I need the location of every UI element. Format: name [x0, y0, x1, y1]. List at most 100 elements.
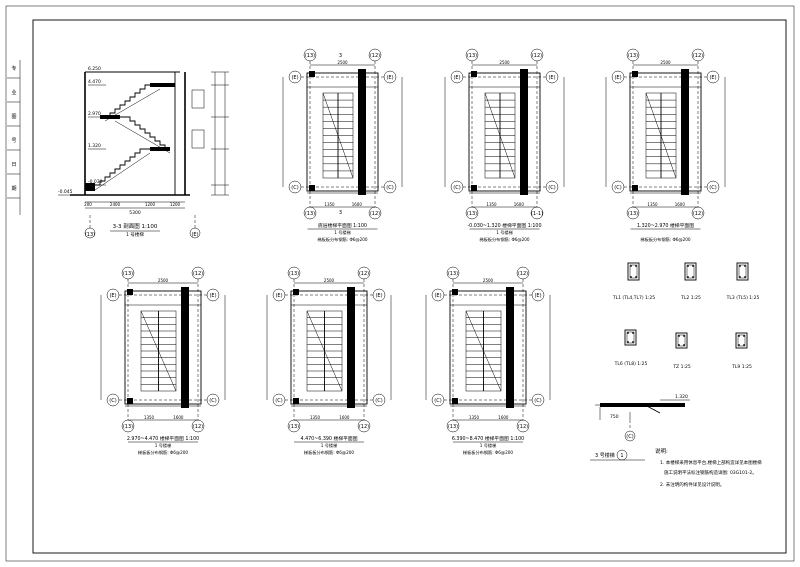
axis-label: (12): [193, 424, 203, 430]
dim-text: 1600: [675, 202, 686, 207]
dim-text: 1350: [324, 202, 335, 207]
axis-bubble: [287, 419, 301, 433]
rebar-dot: [739, 265, 741, 267]
cut-mark: 3: [339, 210, 342, 216]
wall-outline: [629, 72, 702, 192]
axis-label: (C): [548, 185, 555, 191]
plan-subtitle: 1 号楼梯: [334, 229, 351, 236]
column: [452, 289, 458, 295]
plan-note: 梯板板分布钢筋: Φ6@200: [304, 449, 355, 456]
plan-note: 梯板板分布钢筋: Φ6@200: [640, 236, 691, 243]
break-line: [484, 92, 516, 179]
rebar-dot: [692, 276, 694, 278]
rebar-dot: [635, 276, 637, 278]
axis-label: (1-1): [531, 211, 543, 217]
axis-label: (13): [628, 211, 638, 217]
plan-title: 底层楼梯平面图 1:100: [318, 222, 367, 229]
wall-outline: [468, 72, 541, 192]
axis-label: (12): [359, 424, 369, 430]
detail-mark: 1: [620, 453, 623, 459]
axis-label: (12): [359, 271, 369, 277]
rebar-dot: [678, 344, 680, 346]
section-level: 2.970: [88, 111, 101, 117]
column: [293, 398, 299, 404]
dim-text: 1350: [310, 415, 321, 420]
rebar-dot: [683, 335, 685, 337]
column: [632, 71, 638, 77]
rebar-dot: [687, 276, 689, 278]
rebar-dot: [678, 335, 680, 337]
rebar-dot: [683, 344, 685, 346]
axis-label: (C): [614, 185, 621, 191]
rebar-dot: [743, 344, 745, 346]
axis-bubble: [357, 419, 371, 433]
detail-axis: (C): [626, 434, 633, 440]
axis-bubble: [530, 206, 544, 220]
column: [506, 287, 514, 408]
plan-note: 梯板板分布钢筋: Φ6@200: [463, 449, 514, 456]
beam-section: [736, 262, 749, 281]
notes-line-2: 施工说明平法标注钢筋构造详图: 03G101-2。: [664, 469, 757, 476]
axis-label: (13): [448, 271, 458, 277]
section-level: -0.045: [58, 189, 73, 195]
plan-subtitle: 1 号楼梯: [480, 442, 497, 449]
rebar-outline: [626, 331, 635, 344]
section-level: -0.030: [88, 179, 103, 185]
section-level: 4.470: [88, 79, 101, 85]
dim-text: 2500: [337, 60, 348, 65]
plan-note: 梯板板分布钢筋: Φ6@200: [138, 449, 189, 456]
axis-label: (13): [467, 53, 477, 59]
wall-outline: [449, 290, 527, 405]
rebar-dot: [630, 276, 632, 278]
column: [452, 398, 458, 404]
axis-label: (13): [289, 424, 299, 430]
axis-label: (C): [209, 398, 216, 404]
dim-text: 1350: [647, 202, 658, 207]
dim-text: 1600: [173, 415, 184, 420]
detail-level: 1.320: [675, 394, 688, 400]
break-line: [465, 310, 502, 392]
column: [127, 398, 133, 404]
dim-text: 1600: [352, 202, 363, 207]
axis-label: (E): [109, 293, 116, 299]
axis-bubble: [191, 419, 205, 433]
axis-bubble: [516, 419, 530, 433]
stair-detail: [590, 399, 690, 461]
rebar-dot: [744, 276, 746, 278]
axis-label: (13): [123, 424, 133, 430]
beam-section: [627, 262, 640, 281]
margin-label: 专: [11, 65, 16, 72]
beam-section: [675, 332, 688, 349]
beam-section: [684, 262, 697, 281]
margin-label: 日: [11, 162, 16, 168]
column: [471, 185, 477, 191]
rebar-dot: [687, 265, 689, 267]
axis-label: (12): [370, 53, 380, 59]
section-axis-left: (13): [85, 232, 95, 238]
axis-label: (E): [386, 75, 393, 81]
plan-title: -0.030~1.320 楼梯平面图 1:100: [467, 222, 541, 229]
axis-label: (C): [434, 398, 441, 404]
section-dim: 2400: [110, 202, 121, 207]
section-3-3: [70, 71, 229, 239]
axis-label: (13): [448, 424, 458, 430]
section-level: 1.320: [88, 143, 101, 149]
axis-label: (E): [709, 75, 716, 81]
dim-text: 2500: [660, 60, 671, 65]
axis-label: (12): [370, 211, 380, 217]
axis-label: (12): [518, 271, 528, 277]
break-line: [140, 310, 177, 392]
notes-line-3: 2. 未注明的构件详见设计说明。: [660, 481, 724, 488]
dim-text: 1350: [144, 415, 155, 420]
axis-label: (E): [534, 293, 541, 299]
wall-outline: [306, 72, 379, 192]
column: [632, 185, 638, 191]
break-line: [645, 92, 677, 179]
